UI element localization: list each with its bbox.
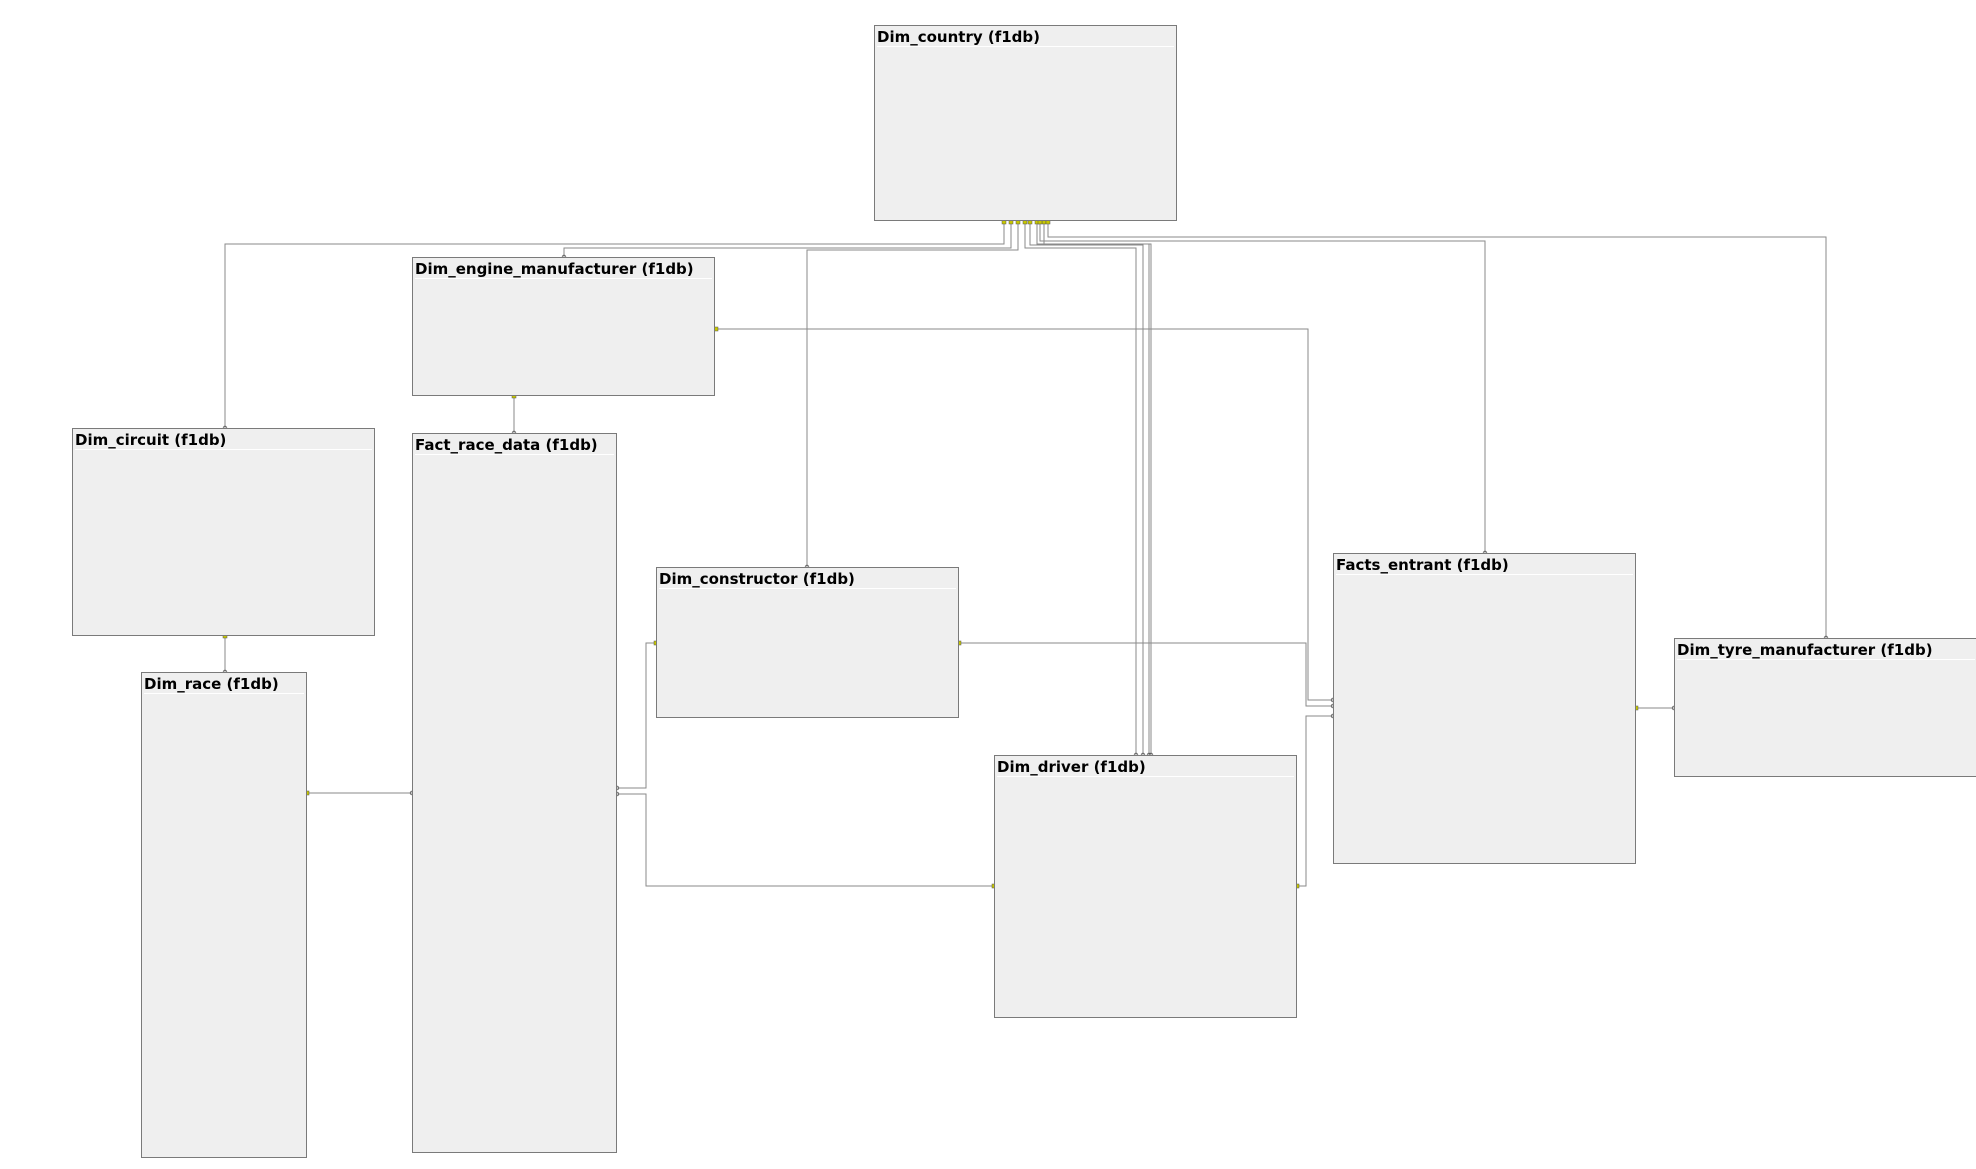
rel-country-driver-4 xyxy=(1043,222,1152,755)
table-title: Dim_country (f1db) xyxy=(877,28,1174,47)
table-title: Dim_driver (f1db) xyxy=(997,758,1294,777)
rel-driver-facts-entrant xyxy=(1297,715,1333,887)
table-dim-circuit[interactable]: Dim_circuit (f1db) xyxy=(72,428,375,636)
table-title: Dim_race (f1db) xyxy=(144,675,304,694)
table-facts-entrant[interactable]: Facts_entrant (f1db) xyxy=(1333,553,1636,864)
table-title: Dim_engine_manufacturer (f1db) xyxy=(415,260,712,279)
rel-country-constructor xyxy=(806,222,1019,567)
rel-country-driver-1 xyxy=(1024,222,1137,755)
rel-country-driver-3 xyxy=(1036,222,1150,755)
table-dim-constructor[interactable]: Dim_constructor (f1db) xyxy=(656,567,959,718)
rel-constructor-fact-race-data xyxy=(617,642,656,789)
table-dim-engine-manufacturer[interactable]: Dim_engine_manufacturer (f1db) xyxy=(412,257,715,396)
table-dim-country[interactable]: Dim_country (f1db) xyxy=(874,25,1177,221)
table-dim-driver[interactable]: Dim_driver (f1db) xyxy=(994,755,1297,1018)
rel-country-engine-manufacturer xyxy=(563,222,1012,257)
table-title: Dim_circuit (f1db) xyxy=(75,431,372,450)
table-title: Dim_tyre_manufacturer (f1db) xyxy=(1677,641,1975,660)
table-fact-race-data[interactable]: Fact_race_data (f1db) xyxy=(412,433,617,1153)
table-title: Facts_entrant (f1db) xyxy=(1336,556,1633,575)
table-title: Dim_constructor (f1db) xyxy=(659,570,956,589)
table-dim-tyre-manufacturer[interactable]: Dim_tyre_manufacturer (f1db) xyxy=(1674,638,1976,777)
rel-driver-fact-race-data xyxy=(617,793,994,887)
rel-constructor-facts-entrant xyxy=(959,642,1333,707)
rel-country-facts-entrant xyxy=(1039,222,1486,553)
rel-country-driver-2 xyxy=(1029,222,1144,755)
table-dim-race[interactable]: Dim_race (f1db) xyxy=(141,672,307,1158)
table-title: Fact_race_data (f1db) xyxy=(415,436,614,455)
